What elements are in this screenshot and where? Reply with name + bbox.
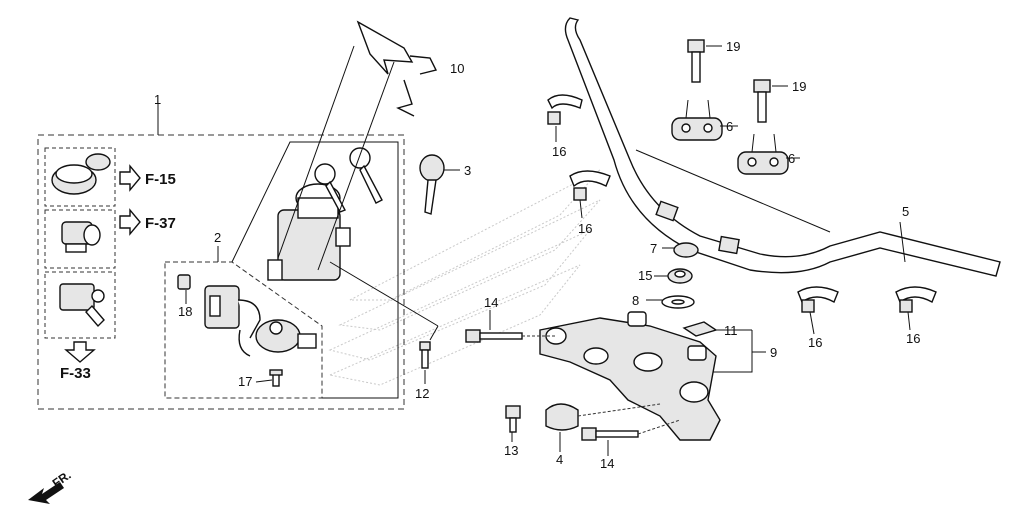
callout-4[interactable]: 4 [556, 452, 563, 467]
callout-16c[interactable]: 16 [808, 335, 822, 350]
callout-5[interactable]: 5 [902, 204, 909, 219]
bolt-14-lower [581, 427, 639, 441]
callout-6b[interactable]: 6 [788, 151, 795, 166]
bolt-13 [505, 405, 521, 433]
callout-3[interactable]: 3 [464, 163, 471, 178]
cable-tie-16-a [547, 94, 583, 125]
seat-lock-icon [59, 283, 105, 328]
washer-8 [661, 295, 695, 309]
cable-tie-16-b [569, 170, 611, 201]
ignition-switch [267, 183, 351, 281]
callout-16d[interactable]: 16 [906, 331, 920, 346]
screw-12 [419, 341, 431, 369]
cap-7 [673, 242, 699, 258]
bolt-19-b [753, 79, 771, 123]
clamp-4 [545, 403, 579, 431]
bolt-19-a [687, 39, 705, 83]
arrow-down-icon [64, 341, 96, 363]
honda-wing-watermark [328, 169, 601, 386]
callout-16b[interactable]: 16 [578, 221, 592, 236]
callout-10[interactable]: 10 [450, 61, 464, 76]
callout-13[interactable]: 13 [504, 443, 518, 458]
callout-19a[interactable]: 19 [726, 39, 740, 54]
callout-17[interactable]: 17 [238, 374, 252, 389]
callout-15[interactable]: 15 [638, 268, 652, 283]
callout-8[interactable]: 8 [632, 293, 639, 308]
kit-seat-lock-box [44, 271, 116, 339]
callout-16a[interactable]: 16 [552, 144, 566, 159]
handlebar-5 [564, 17, 1001, 277]
cable-tie-16-c [797, 286, 839, 313]
seat-lock-assembly [204, 285, 317, 357]
callout-19b[interactable]: 19 [792, 79, 806, 94]
fuel-cap-icon [51, 153, 111, 195]
callout-14a[interactable]: 14 [484, 295, 498, 310]
callout-11[interactable]: 11 [724, 323, 738, 338]
ref-f15[interactable]: F-15 [145, 171, 176, 188]
callout-12[interactable]: 12 [415, 386, 429, 401]
callout-14b[interactable]: 14 [600, 456, 614, 471]
handlebar-holder-upper [671, 117, 723, 141]
top-bridge-9 [539, 311, 721, 441]
callout-7[interactable]: 7 [650, 241, 657, 256]
callout-1[interactable]: 1 [154, 92, 161, 107]
callout-9[interactable]: 9 [770, 345, 777, 360]
screw-17 [269, 369, 283, 387]
kit-box-1 [37, 134, 405, 410]
kit-lock-box [44, 209, 116, 269]
kit-cap-box [44, 147, 116, 207]
bolt-14-upper [465, 329, 523, 343]
arrow-right-icon [119, 164, 141, 192]
callout-18[interactable]: 18 [178, 304, 192, 319]
front-direction-arrow-icon [28, 482, 64, 504]
cable-tie-16-d [895, 286, 937, 313]
callout-2[interactable]: 2 [214, 230, 221, 245]
ref-f33[interactable]: F-33 [60, 365, 91, 382]
handlebar-holder-lower [737, 151, 789, 175]
ref-f37[interactable]: F-37 [145, 215, 176, 232]
lock-cylinder-icon [61, 221, 101, 253]
clip-18 [177, 274, 191, 290]
key-3 [419, 154, 445, 215]
callout-6a[interactable]: 6 [726, 119, 733, 134]
plate-11 [682, 321, 718, 337]
bracket-10 [356, 20, 438, 117]
arrow-right-icon [119, 208, 141, 236]
nut-15 [667, 268, 693, 284]
key-icon [314, 147, 383, 213]
